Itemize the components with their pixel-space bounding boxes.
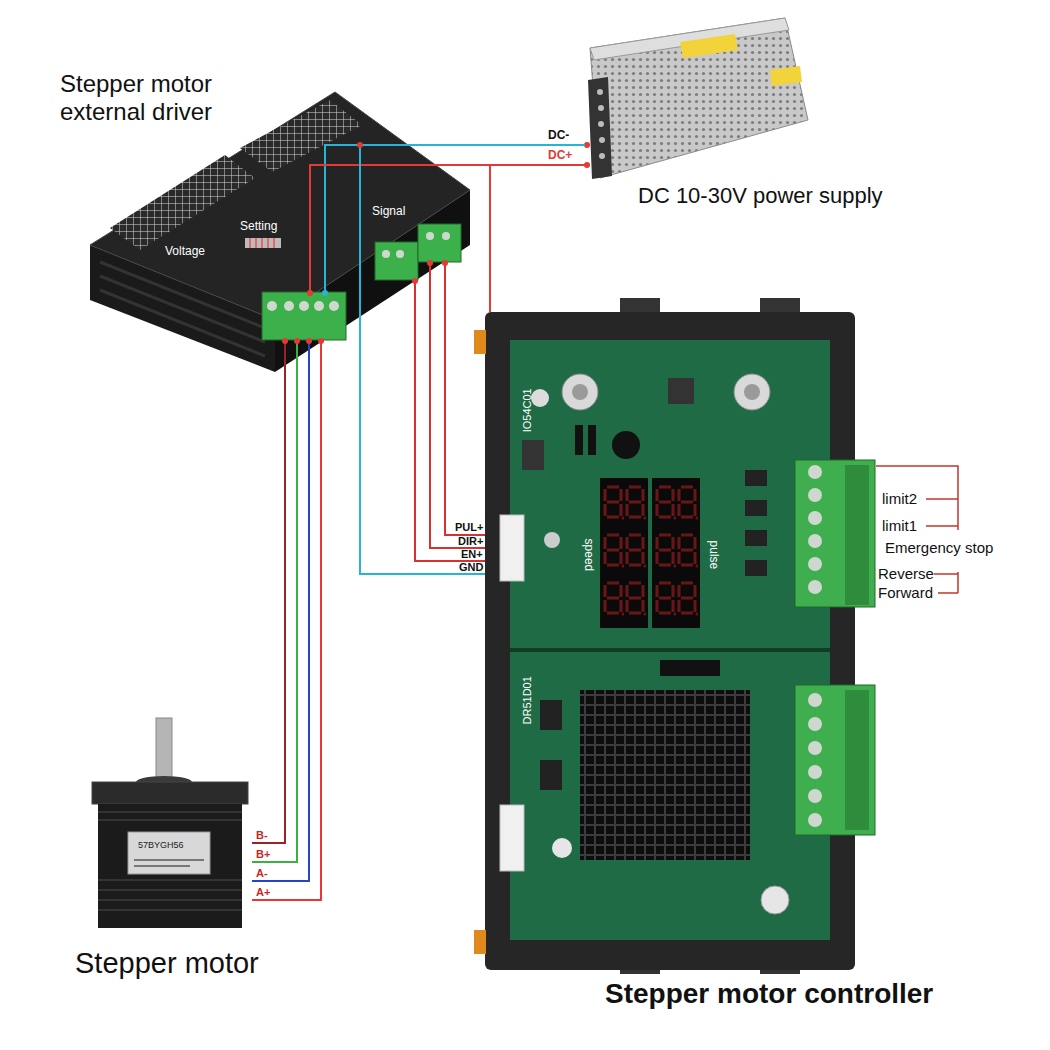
node-caption: DC 10-30V power supply bbox=[638, 183, 883, 208]
wire bbox=[252, 375, 285, 843]
driver-label: Setting bbox=[240, 220, 277, 234]
pin-label: EN+ bbox=[461, 548, 483, 560]
wire bbox=[415, 375, 485, 561]
pin-label: GND bbox=[459, 561, 483, 573]
motor-model-label: 57BYGH56 bbox=[138, 840, 184, 850]
controller-illustration bbox=[474, 298, 958, 974]
terminal-label: limit2 bbox=[882, 490, 917, 507]
motor-box: Stepper motor bbox=[85, 715, 252, 930]
driver-label: Signal bbox=[372, 205, 405, 219]
motor-illustration bbox=[92, 718, 248, 928]
terminal-label: Forward bbox=[878, 584, 933, 601]
board-label: pulse bbox=[706, 541, 720, 570]
board-label: IO54C01 bbox=[521, 388, 534, 432]
wire bbox=[252, 375, 321, 900]
wire bbox=[445, 375, 485, 535]
terminal-label: Emergency stop bbox=[885, 539, 993, 556]
terminal-label: Reverse bbox=[878, 565, 934, 582]
pin-label: B+ bbox=[256, 848, 270, 860]
power-supply-box: DC 10-30V power supply bbox=[585, 20, 807, 178]
node-caption: Stepper motor bbox=[75, 947, 259, 980]
pin-label: DIR+ bbox=[458, 535, 483, 547]
wire bbox=[490, 165, 585, 312]
driver-illustration bbox=[90, 92, 470, 375]
wire bbox=[360, 375, 485, 574]
power-supply-illustration bbox=[584, 18, 808, 179]
pin-label: A+ bbox=[256, 886, 270, 898]
driver-label: Voltage bbox=[165, 245, 205, 259]
board-label: DR51D01 bbox=[521, 676, 534, 724]
board-label: speed bbox=[581, 539, 595, 572]
pin-label: DC+ bbox=[548, 149, 572, 162]
controller-box: Stepper motor controller bbox=[485, 312, 855, 970]
pin-label: DC- bbox=[548, 129, 569, 142]
node-caption: Stepper motor external driver bbox=[60, 70, 290, 125]
pin-label: A- bbox=[256, 867, 268, 879]
wire bbox=[470, 144, 585, 146]
wire bbox=[252, 375, 309, 881]
wire bbox=[430, 375, 485, 548]
pin-label: PUL+ bbox=[455, 521, 483, 533]
terminal-label: limit1 bbox=[882, 517, 917, 534]
node-caption: Stepper motor controller bbox=[605, 978, 933, 1010]
wire bbox=[252, 375, 297, 862]
pin-label: B- bbox=[256, 829, 268, 841]
